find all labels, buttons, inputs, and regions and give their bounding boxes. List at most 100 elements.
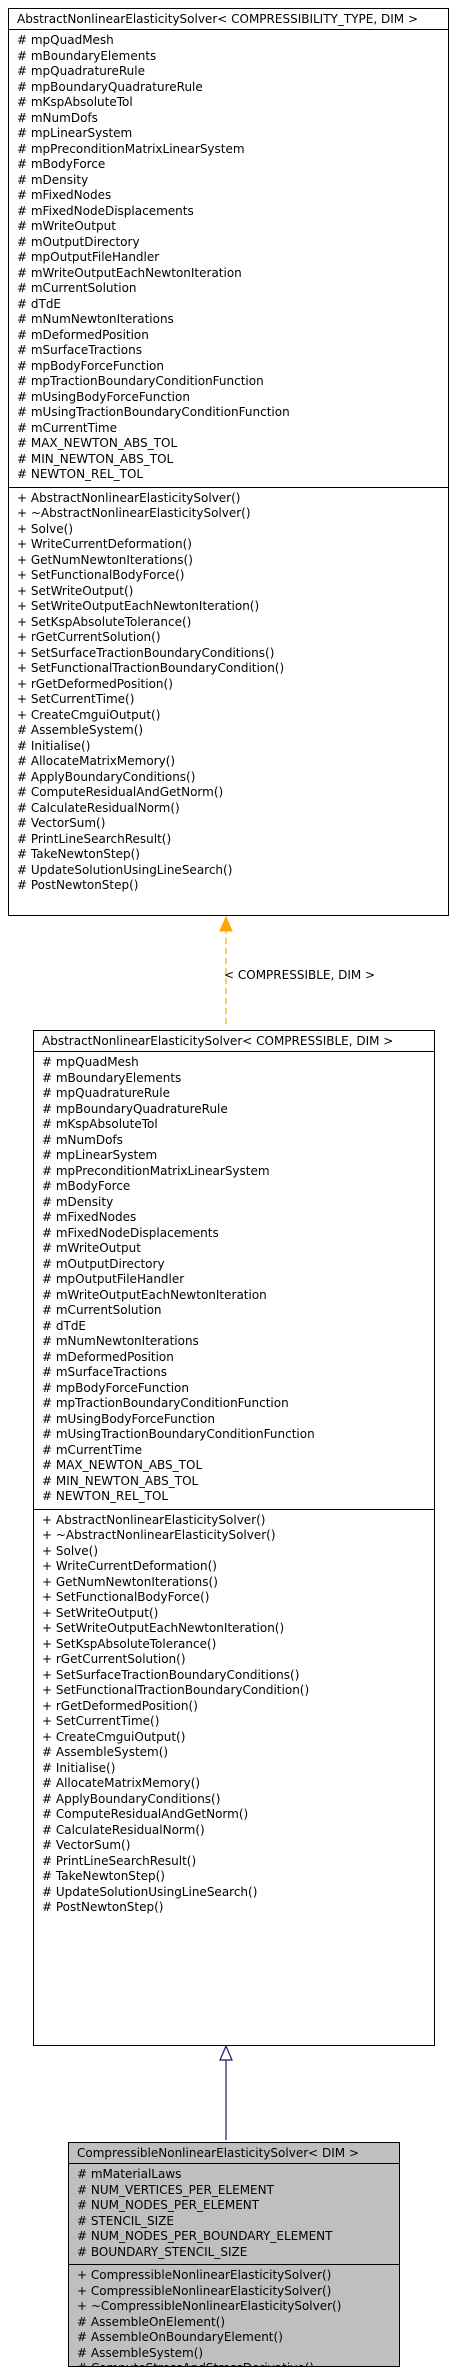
attribute-item: # mUsingTractionBoundaryConditionFunctio… [42, 1427, 315, 1441]
attribute-item: # mMaterialLaws [77, 2167, 182, 2181]
attribute-item: # mpOutputFileHandler [42, 1272, 185, 1286]
attribute-item: # mpTractionBoundaryConditionFunction [42, 1396, 289, 1410]
attribute-item: # mpPreconditionMatrixLinearSystem [17, 141, 245, 156]
class-box-compressible-solver[interactable]: CompressibleNonlinearElasticitySolver< D… [68, 2142, 400, 2367]
attribute-item: # mWriteOutput [17, 219, 116, 233]
method-item: + SetWriteOutput() [17, 583, 134, 598]
method-item: # PostNewtonStep() [42, 1900, 164, 1914]
inheritance-arrowhead [219, 2044, 233, 2061]
attribute-item: # mpLinearSystem [17, 126, 133, 140]
attribute-item: # mDeformedPosition [17, 327, 149, 342]
attribute-item: # mNumDofs [17, 110, 98, 125]
attribute-item: # mWriteOutput [42, 1241, 141, 1255]
attribute-item: # mFixedNodes [42, 1210, 137, 1224]
method-item: + SetKspAbsoluteTolerance() [42, 1636, 217, 1651]
method-item: + Solve() [42, 1543, 99, 1558]
methods-section: + AbstractNonlinearElasticitySolver()+ ~… [9, 486, 448, 898]
method-item: # AssembleOnBoundaryElement() [77, 2330, 283, 2344]
method-item: + SetSurfaceTractionBoundaryConditions() [17, 645, 275, 660]
attribute-item: # mpBodyForceFunction [17, 358, 164, 373]
method-item: + SetFunctionalBodyForce() [42, 1590, 210, 1604]
attribute-item: # mOutputDirectory [42, 1256, 165, 1271]
method-item: + ~AbstractNonlinearElasticitySolver() [42, 1528, 276, 1542]
attribute-item: # mFixedNodeDisplacements [42, 1225, 219, 1240]
attribute-item: # mNumNewtonIterations [17, 312, 174, 326]
attribute-item: # mpTractionBoundaryConditionFunction [17, 374, 264, 388]
attribute-item: # dTdE [42, 1318, 87, 1333]
method-item: + rGetDeformedPosition() [42, 1698, 198, 1713]
attribute-item: # mCurrentSolution [42, 1303, 162, 1317]
method-item: # PostNewtonStep() [17, 878, 139, 892]
method-item: # Initialise() [17, 738, 91, 753]
method-item: # AssembleSystem() [17, 723, 144, 737]
attribute-item: # MAX_NEWTON_ABS_TOL [42, 1458, 203, 1472]
method-item: + SetWriteOutputEachNewtonIteration() [42, 1621, 285, 1635]
method-item: # TakeNewtonStep() [17, 847, 140, 861]
attribute-item: # NUM_NODES_PER_BOUNDARY_ELEMENT [77, 2229, 333, 2243]
method-item: # AllocateMatrixMemory() [17, 754, 176, 768]
attribute-item: # NUM_VERTICES_PER_ELEMENT [77, 2182, 274, 2197]
method-item: + GetNumNewtonIterations() [42, 1574, 218, 1589]
attribute-item: # mFixedNodes [17, 188, 112, 202]
class-title: AbstractNonlinearElasticitySolver< COMPR… [17, 11, 418, 26]
method-item: + AbstractNonlinearElasticitySolver() [42, 1512, 266, 1527]
attribute-item: # mBodyForce [42, 1179, 131, 1193]
class-box-abstract-compressible[interactable]: AbstractNonlinearElasticitySolver< COMPR… [33, 1030, 435, 2046]
attribute-item: # mpBoundaryQuadratureRule [17, 79, 203, 94]
method-item: # Initialise() [42, 1760, 116, 1775]
method-item: + ~AbstractNonlinearElasticitySolver() [17, 506, 251, 520]
attribute-item: # mCurrentTime [17, 420, 117, 435]
method-item: + CreateCmguiOutput() [17, 707, 161, 722]
method-item: # ComputeResidualAndGetNorm() [42, 1807, 249, 1821]
attribute-item: # mDeformedPosition [42, 1349, 174, 1364]
method-item: + ~CompressibleNonlinearElasticitySolver… [77, 2299, 342, 2313]
method-item: # TakeNewtonStep() [42, 1869, 165, 1883]
method-item: # AssembleSystem() [42, 1745, 169, 1759]
attribute-item: # mBodyForce [17, 157, 106, 171]
method-item: # CalculateResidualNorm() [17, 800, 180, 815]
method-item: # VectorSum() [17, 816, 106, 830]
method-item: # AssembleSystem() [77, 2345, 204, 2360]
method-item: + GetNumNewtonIterations() [17, 552, 193, 567]
template-arguments-label: < COMPRESSIBLE, DIM > [224, 968, 376, 982]
attribute-item: # NUM_NODES_PER_ELEMENT [77, 2198, 260, 2212]
class-title: AbstractNonlinearElasticitySolver< COMPR… [42, 1033, 394, 1048]
method-item: + SetWriteOutput() [42, 1605, 159, 1620]
attribute-item: # mCurrentTime [42, 1442, 142, 1457]
attribute-item: # NEWTON_REL_TOL [42, 1489, 169, 1503]
method-item: # ApplyBoundaryConditions() [17, 769, 196, 784]
attribute-item: # mDensity [42, 1194, 114, 1209]
attribute-item: # dTdE [17, 296, 62, 311]
attribute-item: # mCurrentSolution [17, 281, 137, 295]
attribute-item: # MIN_NEWTON_ABS_TOL [42, 1473, 199, 1488]
class-box-abstract-template[interactable]: AbstractNonlinearElasticitySolver< COMPR… [8, 8, 449, 916]
method-item: + rGetDeformedPosition() [17, 676, 173, 691]
method-item: + SetFunctionalBodyForce() [17, 568, 185, 582]
attribute-item: # mFixedNodeDisplacements [17, 203, 194, 218]
method-item: # VectorSum() [42, 1838, 131, 1852]
attribute-item: # BOUNDARY_STENCIL_SIZE [77, 2244, 248, 2259]
method-item: + SetWriteOutputEachNewtonIteration() [17, 599, 260, 613]
attribute-item: # mKspAbsoluteTol [42, 1117, 158, 1131]
attributes-section: # mMaterialLaws# NUM_VERTICES_PER_ELEMEN… [69, 2163, 399, 2264]
attribute-item: # mKspAbsoluteTol [17, 95, 133, 109]
method-item: + SetFunctionalTractionBoundaryCondition… [42, 1683, 310, 1697]
attribute-item: # mWriteOutputEachNewtonIteration [42, 1287, 267, 1302]
attribute-item: # NEWTON_REL_TOL [17, 467, 144, 481]
method-item: + SetCurrentTime() [42, 1714, 160, 1728]
attribute-item: # MIN_NEWTON_ABS_TOL [17, 451, 174, 466]
method-item: # CalculateResidualNorm() [42, 1822, 205, 1837]
method-item: # UpdateSolutionUsingLineSearch() [42, 1884, 258, 1899]
attribute-item: # mNumNewtonIterations [42, 1334, 199, 1348]
method-item: + SetKspAbsoluteTolerance() [17, 614, 192, 629]
attribute-item: # mSurfaceTractions [42, 1365, 167, 1379]
attribute-item: # mWriteOutputEachNewtonIteration [17, 265, 242, 280]
attribute-item: # mNumDofs [42, 1132, 123, 1147]
attribute-item: # mpLinearSystem [42, 1148, 158, 1162]
methods-section: + AbstractNonlinearElasticitySolver()+ ~… [34, 1508, 434, 1920]
method-item: + CreateCmguiOutput() [42, 1729, 186, 1744]
method-item: # AllocateMatrixMemory() [42, 1776, 201, 1790]
template-arrowhead [219, 915, 233, 932]
method-item: # ComputeResidualAndGetNorm() [17, 785, 224, 799]
attribute-item: # mpQuadratureRule [42, 1086, 170, 1100]
